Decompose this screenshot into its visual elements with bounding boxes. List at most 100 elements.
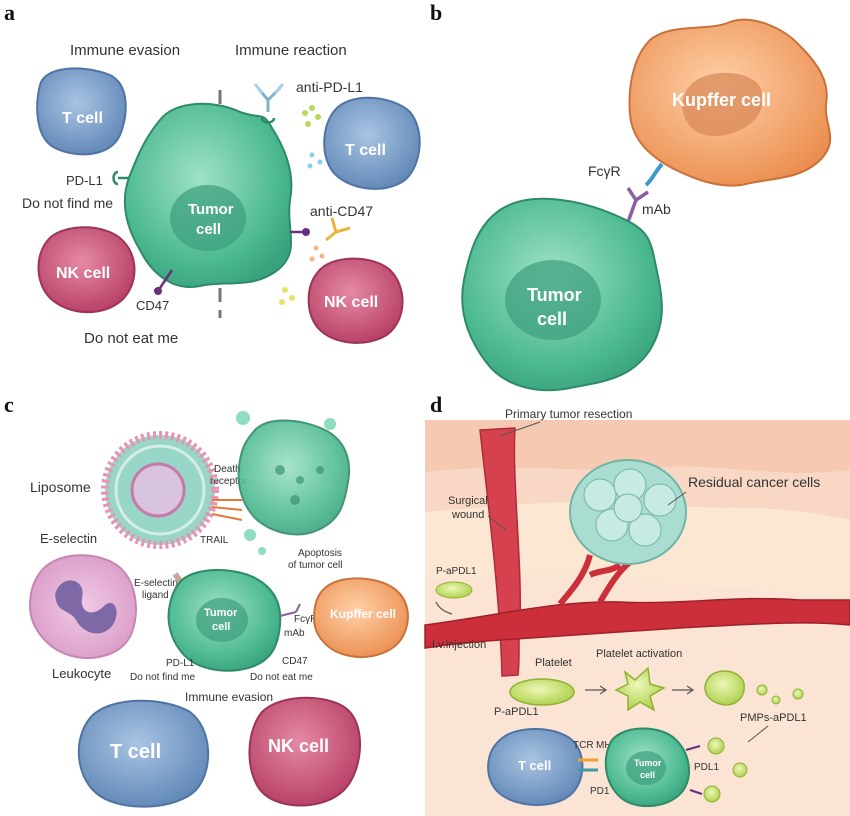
do-not-find-me-a: Do not find me — [22, 195, 113, 211]
cd47-marker-right — [302, 228, 310, 236]
mab-label-b: mAb — [642, 201, 671, 217]
e-selectin-ligand-label-2: ligand — [142, 590, 169, 601]
cd47-label-c: CD47 — [282, 656, 308, 667]
p-apdl1-top-label: P-aPDL1 — [436, 566, 477, 577]
kupffer-cell-c — [312, 577, 409, 658]
surgical-wound-label-1: Surgical — [448, 495, 488, 507]
t-cell-c-label: T cell — [110, 741, 161, 763]
trail-label: TRAIL — [200, 535, 229, 546]
immune-evasion-c: Immune evasion — [185, 690, 273, 704]
t-cell-right-label: T cell — [345, 142, 386, 159]
kupffer-label-b: Kupffer cell — [672, 90, 771, 110]
anti-pd-l1-antibody — [253, 83, 285, 112]
pdl1-receptors — [685, 745, 703, 795]
mhc-label: MHC — [596, 740, 619, 751]
leader-pmps — [747, 725, 769, 743]
mab-label-c: mAb — [284, 628, 305, 639]
liposome-core — [130, 462, 186, 518]
apoptotic-bubbles — [236, 411, 336, 555]
nk-cell-left-label: NK cell — [56, 265, 110, 282]
platelet-injected — [435, 581, 473, 599]
cd47-marker — [154, 287, 162, 295]
p-apdl1-bottom-label: P-aPDL1 — [494, 706, 539, 718]
platelet-resting — [509, 678, 575, 706]
tumor-nucleus-c — [196, 598, 248, 642]
death-receptor-label-1: Death — [214, 464, 241, 475]
kupffer-label-c: Kupffer cell — [330, 607, 396, 621]
particles-top — [302, 105, 321, 127]
do-not-eat-me-c: Do not eat me — [250, 672, 313, 683]
t-cell-left-label: T cell — [62, 110, 103, 127]
do-not-eat-me-a: Do not eat me — [84, 330, 178, 347]
tumor-b-label-2: cell — [537, 309, 567, 329]
anti-cd47-label: anti-CD47 — [310, 203, 373, 219]
leader-resection — [499, 421, 541, 437]
mab-antibody-b — [626, 187, 649, 223]
apoptosis-label-1: Apoptosis — [298, 548, 342, 559]
anti-pd-l1-label: anti-PD-L1 — [296, 79, 363, 95]
death-receptor-label-2: receptor — [210, 476, 247, 487]
pdl1-label: PDL1 — [694, 762, 719, 773]
panel-a: a Immune evasion Immune reaction T cell … — [4, 0, 421, 347]
t-cell-left — [36, 67, 127, 156]
tumor-nucleus-a — [170, 185, 246, 251]
tcr-mhc-contact — [578, 758, 598, 772]
apoptotic-tumor-cell — [237, 419, 351, 536]
pd-l1-receptor-left — [112, 170, 130, 186]
residual-cancer-cells — [569, 459, 687, 565]
cd47-stalk — [158, 269, 174, 289]
panel-a-letter: a — [4, 0, 15, 25]
e-selectin-label: E-selectin — [40, 531, 97, 546]
cd47-label-a: CD47 — [136, 298, 169, 313]
pmps-apdl1-label: PMPs-aPDL1 — [740, 712, 807, 724]
injection-arrow — [435, 601, 453, 615]
primary-tumor-resection-label: Primary tumor resection — [505, 407, 632, 421]
residual-cancer-cells-label: Residual cancer cells — [688, 474, 820, 490]
mab-antibody-c — [279, 603, 301, 617]
platelet-activated — [614, 666, 666, 712]
t-cell-d-label: T cell — [518, 758, 551, 773]
nk-cell-left — [37, 226, 136, 314]
panel-c: c Liposome Death receptor TRAIL Apoptosi… — [4, 392, 409, 808]
fcgr-label-b: FcγR — [588, 163, 621, 179]
panel-c-letter: c — [4, 392, 14, 417]
tumor-b-label-1: Tumor — [527, 285, 582, 305]
fcgr-label-c: FcγR — [294, 614, 317, 625]
platelet-releasing — [704, 670, 745, 706]
immune-evasion-label: Immune evasion — [70, 42, 180, 59]
leader-residual — [667, 491, 687, 506]
t-cell-right — [323, 96, 421, 190]
particles-low — [309, 245, 325, 262]
kupffer-nucleus-b — [682, 72, 764, 137]
skin-layer — [425, 420, 850, 474]
pd-l1-receptor-right — [260, 117, 276, 124]
apoptotic-fragments — [275, 465, 324, 505]
liposome-inner-ring — [114, 444, 206, 536]
nk-cell-right — [307, 257, 404, 344]
arrow-1-head — [599, 685, 608, 695]
iv-injection-label: I.v.injection — [432, 639, 486, 651]
leukocyte-label: Leukocyte — [52, 666, 111, 681]
anti-cd47-antibody — [325, 217, 351, 242]
leukocyte-nucleus — [55, 580, 117, 634]
tumor-a-label-1: Tumor — [188, 201, 234, 218]
particles-bottom — [279, 287, 295, 305]
panel-d-letter: d — [430, 392, 442, 417]
tcr-label: TCR — [573, 740, 594, 751]
liposome-label: Liposome — [30, 479, 91, 495]
nk-cell-c — [248, 696, 361, 807]
panel-b-letter: b — [430, 0, 442, 25]
platelet-activation-label: Platelet activation — [596, 648, 682, 660]
e-selectin-ligand-label-1: E-selectin — [134, 578, 178, 589]
tumor-d-label-1: Tumor — [634, 758, 662, 768]
leukocyte — [28, 554, 137, 659]
fcgr-receptor — [644, 162, 664, 187]
pd1-label: PD1 — [590, 786, 610, 797]
tumor-a-label-2: cell — [196, 221, 221, 238]
nk-cell-right-label: NK cell — [324, 294, 378, 311]
surgical-wound-label-2: wound — [451, 509, 484, 521]
tumor-nucleus-d — [626, 751, 666, 785]
arrow-2-head — [686, 685, 695, 695]
tumor-d-label-2: cell — [640, 770, 655, 780]
